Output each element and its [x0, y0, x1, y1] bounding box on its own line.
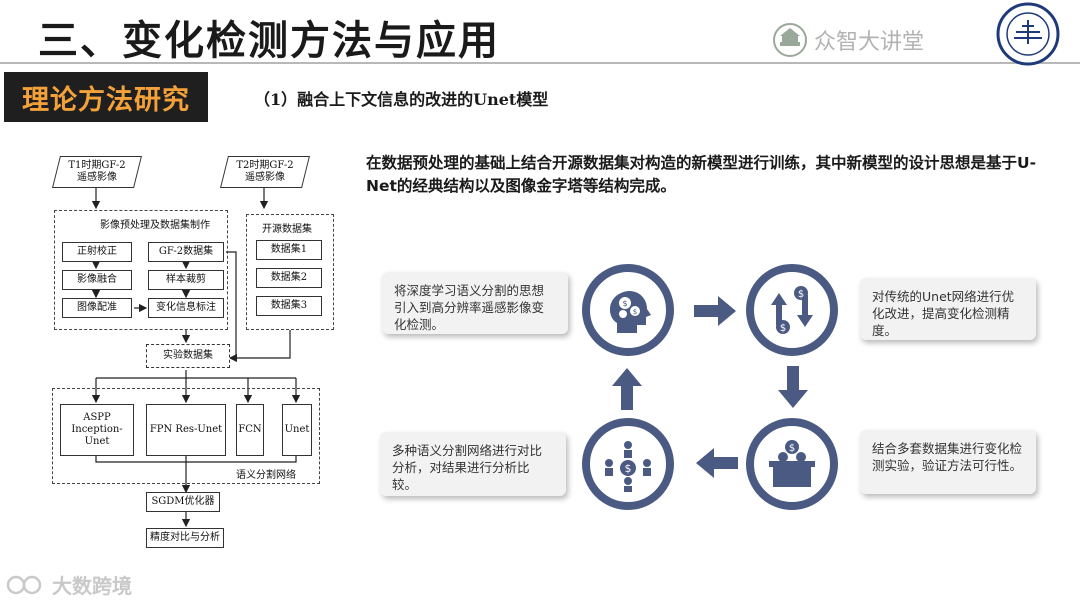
lecture-hall-icon — [773, 23, 807, 57]
brand: 众智大讲堂 — [772, 22, 924, 58]
intro-text: 在数据预处理的基础上结合开源数据集对构造的新模型进行训练，其中新模型的设计思想是… — [366, 154, 1037, 195]
step-fusion: 影像融合 — [62, 270, 132, 290]
network-fcn: FCN — [236, 404, 264, 456]
cycle-node-experiment: $ — [746, 418, 838, 510]
input-t1: T1时期GF-2遥感影像 — [52, 156, 142, 188]
experiment-dataset: 实验数据集 — [146, 344, 230, 368]
page-title: 三、变化检测方法与应用 — [38, 18, 500, 64]
step-registration: 图像配准 — [62, 298, 132, 318]
cycle-box-top-left: 将深度学习语义分割的思想引入到高分辨率遥感影像变化检测。 — [382, 272, 568, 334]
university-seal-icon — [996, 2, 1060, 66]
step-gf2-dataset: GF-2数据集 — [148, 242, 224, 262]
title-divider — [0, 62, 1080, 64]
brand-text: 众智大讲堂 — [814, 30, 925, 55]
cycle-box-bottom-right: 结合多套数据集进行变化检测实验，验证方法可行性。 — [860, 430, 1036, 494]
watermark-logo-icon — [6, 575, 42, 594]
open-dataset-2: 数据集2 — [256, 268, 322, 288]
cycle-box-top-right: 对传统的Unet网络进行优化改进，提高变化检测精度。 — [860, 278, 1036, 340]
input-t1-label: T1时期GF-2遥感影像 — [68, 160, 126, 183]
open-dataset-3: 数据集3 — [256, 296, 322, 316]
svg-text:$: $ — [798, 289, 804, 300]
step-change-label: 变化信息标注 — [148, 298, 224, 318]
input-t2: T2时期GF-2遥感影像 — [220, 156, 310, 188]
svg-text:$: $ — [622, 299, 627, 308]
svg-text:$: $ — [625, 462, 632, 475]
network-unet: Unet — [282, 404, 312, 456]
coin-box-icon: $ — [769, 440, 815, 487]
cycle-box-bottom-left: 多种语义分割网络进行对比分析，对结果进行分析比较。 — [380, 432, 566, 496]
head-coins-icon: $ $ — [609, 290, 651, 333]
network-aspp: ASPP Inception-Unet — [60, 404, 134, 456]
arrow-down-icon — [778, 366, 808, 408]
cycle-node-optimize: $ $ — [746, 264, 838, 356]
network-group-label: 语义分割网络 — [236, 470, 296, 481]
arrow-right-icon — [694, 296, 736, 326]
step-orthorectify: 正射校正 — [62, 242, 132, 262]
svg-text:$: $ — [789, 443, 795, 454]
cycle-node-compare: $ — [582, 418, 674, 510]
people-coins-icon: $ — [605, 441, 651, 492]
open-dataset-title: 开源数据集 — [262, 224, 312, 235]
arrow-left-icon — [696, 448, 738, 478]
svg-text:$: $ — [780, 323, 786, 334]
cycle-node-idea: $ $ — [582, 264, 674, 356]
arrow-up-icon — [612, 368, 642, 410]
exchange-coins-icon: $ $ — [771, 286, 813, 334]
svg-text:$: $ — [633, 308, 637, 316]
evaluation: 精度对比与分析 — [146, 528, 224, 548]
watermark: 大数跨境 — [6, 570, 132, 599]
preprocess-title: 影像预处理及数据集制作 — [100, 220, 210, 231]
input-t2-label: T2时期GF-2遥感影像 — [236, 160, 294, 183]
optimizer: SGDM优化器 — [146, 492, 220, 512]
network-fpn: FPN Res-Unet — [146, 404, 226, 456]
section-tag: 理论方法研究 — [4, 72, 208, 122]
open-dataset-1: 数据集1 — [256, 240, 322, 260]
step-sample-crop: 样本裁剪 — [148, 270, 224, 290]
watermark-text: 大数跨境 — [52, 574, 132, 598]
subtitle: （1）融合上下文信息的改进的Unet模型 — [254, 90, 549, 109]
